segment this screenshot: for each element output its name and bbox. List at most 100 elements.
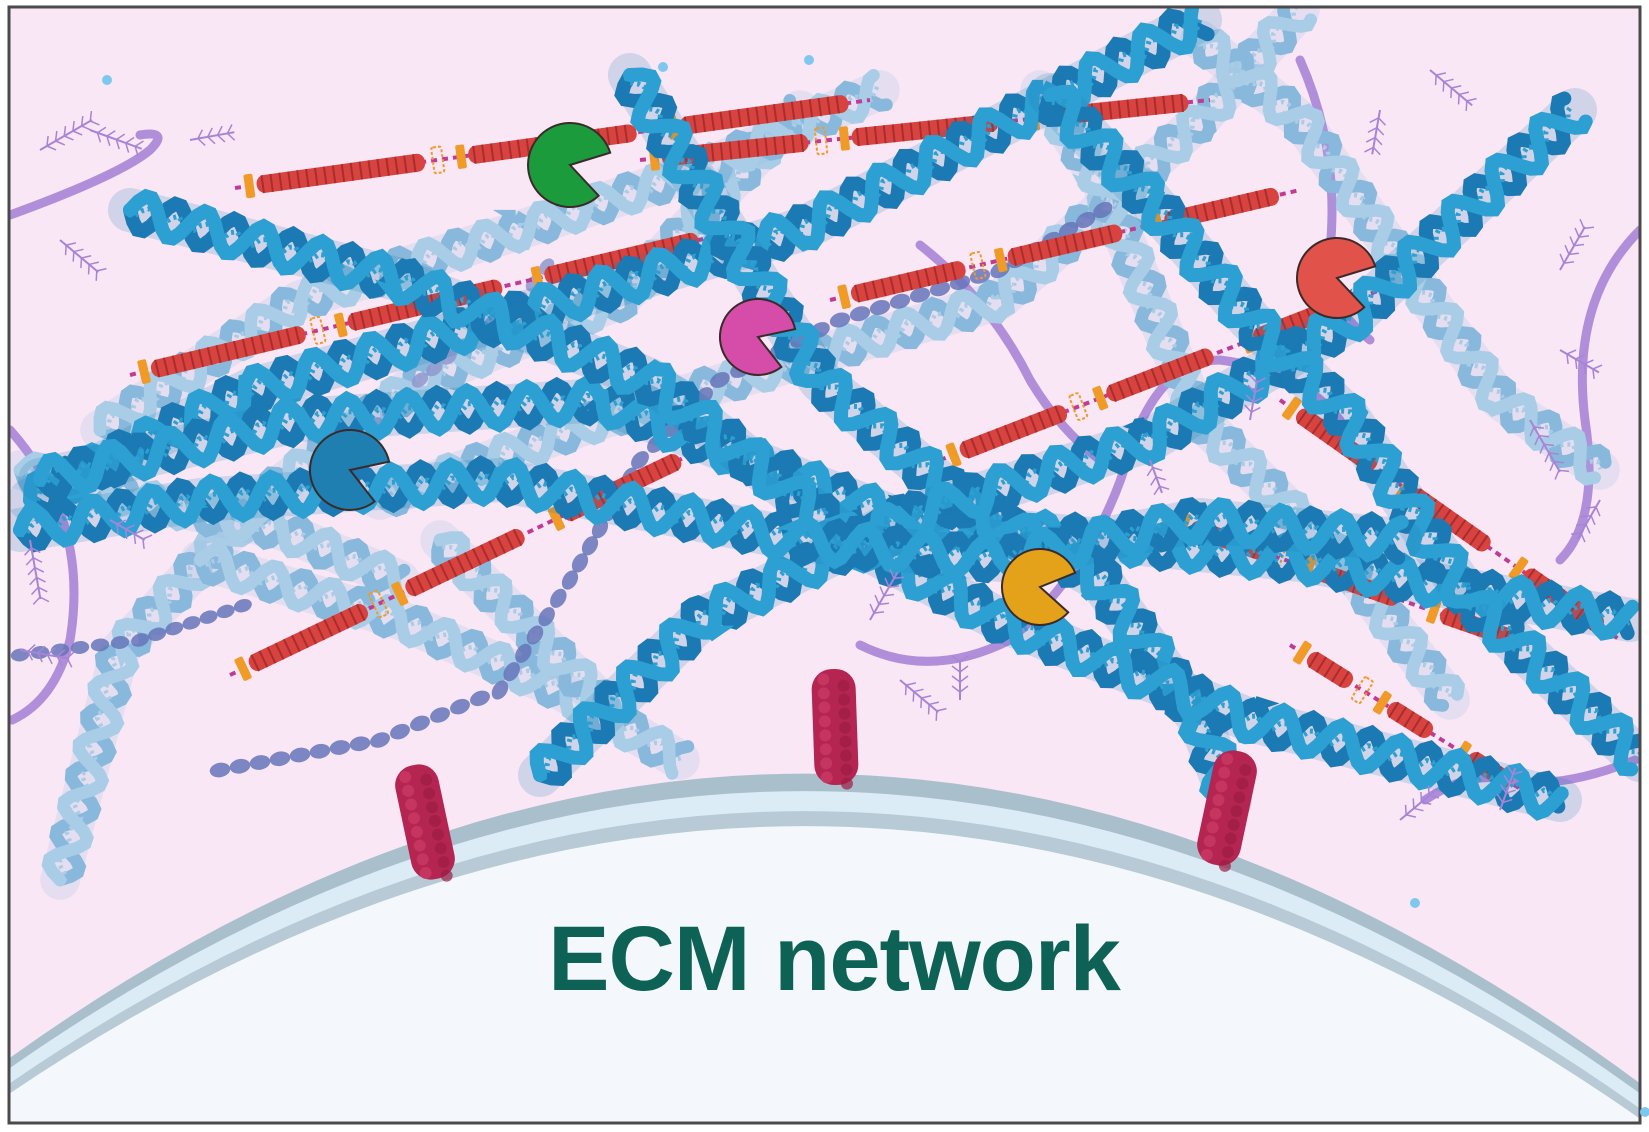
bead xyxy=(526,625,544,645)
fibronectin-stripe xyxy=(1158,365,1168,383)
fibronectin-stripe xyxy=(1117,381,1126,399)
collagen-strand xyxy=(529,111,1593,782)
glycan-twig xyxy=(959,675,969,683)
glycan-stem xyxy=(1249,380,1258,421)
glycan-twig xyxy=(1503,774,1511,785)
receptor-lobe xyxy=(819,729,832,742)
fibronectin-stripe xyxy=(644,465,655,483)
glycan-twig xyxy=(217,134,226,143)
fibronectin-stripe xyxy=(961,441,971,459)
glycan-twig xyxy=(1548,452,1560,455)
glycan-twig xyxy=(1372,146,1381,156)
fibronectin-stripe xyxy=(1192,352,1201,370)
glycan-twig xyxy=(106,130,116,137)
fibronectin-stripe xyxy=(322,166,328,185)
bead xyxy=(249,755,271,770)
glycan-twig xyxy=(106,135,111,146)
glycan-branch-icon xyxy=(1429,69,1477,111)
fibronectin-stripe xyxy=(755,106,760,125)
bead xyxy=(233,598,252,613)
receptor-lobe xyxy=(840,749,853,762)
collagen-core xyxy=(435,541,604,699)
bead xyxy=(269,751,291,767)
fibronectin-stripe xyxy=(1019,245,1026,264)
glycan-twig xyxy=(1155,476,1166,481)
glycan-twig xyxy=(32,596,41,605)
integrin-receptor-icon xyxy=(395,764,455,882)
glycan-twig xyxy=(207,136,216,145)
fibronectin-stripe xyxy=(880,278,887,297)
fibronectin-stripe xyxy=(889,276,896,295)
collagen-core xyxy=(1044,96,1639,757)
fibronectin-stripe xyxy=(171,355,178,374)
bead-chain-icon xyxy=(10,598,252,662)
fibronectin-stripe xyxy=(817,97,823,117)
fibronectin-stripe xyxy=(906,272,913,291)
fibronectin-band xyxy=(837,284,851,310)
bead xyxy=(889,293,911,309)
fibronectin-stripe xyxy=(299,631,309,649)
fibronectin-stripe xyxy=(1045,239,1053,258)
fibronectin-stripe xyxy=(1308,651,1320,669)
fibronectin-stripe xyxy=(385,304,392,323)
fibronectin-domain xyxy=(405,529,525,596)
glycan-twig xyxy=(1529,426,1535,437)
fibronectin-stripe xyxy=(855,128,860,147)
fibronectin-stripe xyxy=(1237,194,1244,213)
collagen-core xyxy=(380,8,1299,507)
fibronectin-stripe xyxy=(1125,377,1134,396)
fibronectin-band xyxy=(455,144,467,169)
glycan-branch-icon xyxy=(1146,459,1170,496)
collagen-strand xyxy=(623,67,1242,806)
receptor-lobe xyxy=(839,735,852,748)
receptor-lobe xyxy=(820,771,833,784)
fibronectin-stripe xyxy=(1263,188,1271,207)
glycan-twig xyxy=(1554,469,1560,480)
fibronectin-stripe xyxy=(764,137,769,156)
glycan-branch-icon xyxy=(19,644,76,668)
fibronectin-stripe xyxy=(224,342,231,361)
glycan-twig xyxy=(96,267,107,272)
bead xyxy=(370,732,390,748)
fibronectin-stripe xyxy=(504,532,515,550)
glycan-stem xyxy=(89,129,143,150)
fibronectin-stripe xyxy=(582,257,589,276)
glycan-twig xyxy=(1590,515,1596,526)
fibronectin-stripe xyxy=(296,170,301,189)
fibronectin-stripe xyxy=(1135,98,1140,117)
fibronectin-stripe xyxy=(1311,418,1324,435)
fibronectin-stripe xyxy=(368,308,375,327)
glycan-twig xyxy=(1534,435,1540,446)
fibronectin-stripe xyxy=(882,125,887,144)
glycan-branch-icon xyxy=(39,110,100,151)
fibronectin-stripe xyxy=(1029,415,1038,433)
fibronectin-stripe xyxy=(1315,656,1327,673)
glycan-twig xyxy=(1575,523,1587,527)
glycan-twig xyxy=(1583,363,1587,375)
glycan-twig xyxy=(47,647,56,656)
fibronectin-stripe xyxy=(282,638,293,656)
fibronectin-stripe xyxy=(412,298,419,317)
glycan-twig xyxy=(951,665,961,673)
fibronectin-stripe xyxy=(808,99,814,118)
bead xyxy=(50,643,70,657)
fibronectin-stripe xyxy=(1469,529,1482,546)
glycan-twig xyxy=(920,697,923,709)
glycan-twig xyxy=(1159,485,1170,490)
fibronectin-stripe xyxy=(1403,711,1415,728)
fibronectin-domain xyxy=(150,326,306,378)
glycan-twig xyxy=(124,528,128,540)
fibronectin-stripe xyxy=(746,107,751,126)
fibronectin-stripe xyxy=(1411,715,1423,733)
fibronectin-stripe xyxy=(1150,368,1159,386)
glycan-twig xyxy=(893,576,905,580)
glycan-twig xyxy=(1595,506,1601,517)
glycan-twig xyxy=(55,140,66,146)
fibronectin-band xyxy=(945,442,962,468)
fibronectin-stripe xyxy=(1020,418,1030,436)
fibronectin-stripe xyxy=(790,101,796,120)
glycan-twig xyxy=(928,701,940,706)
fibronectin-stripe xyxy=(423,571,433,589)
bead xyxy=(710,372,730,388)
integrin-receptor-icon xyxy=(811,668,859,790)
